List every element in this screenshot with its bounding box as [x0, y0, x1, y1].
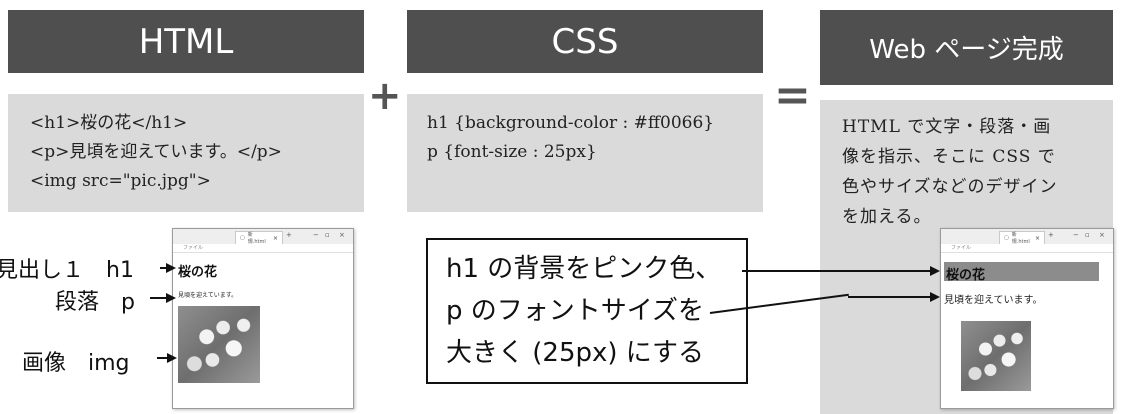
- css-code-line: p {font-size : 25px}: [427, 142, 597, 162]
- rendered-paragraph: 見頃を迎えています。: [178, 292, 238, 299]
- paragraph-callout-arrow: [150, 297, 166, 299]
- html-code-panel: <h1>桜の花</h1> <p>見頃を迎えています。</p> <img src=…: [8, 94, 364, 212]
- css-effect-note-line: p のフォントサイズを: [446, 296, 704, 326]
- arrow-head-icon: [167, 353, 177, 363]
- heading-callout-label: 見出し１ h1: [0, 258, 134, 283]
- arrow-head-icon: [166, 293, 176, 303]
- address-bar: ファイル: [941, 244, 1113, 253]
- css-header-label: CSS: [551, 21, 619, 62]
- new-tab-icon: +: [1048, 231, 1054, 239]
- flower-image: [178, 306, 260, 383]
- browser-tab-bar: ▢ 新規.html × + − ▫ ×: [941, 229, 1113, 245]
- paragraph-callout-label: 段落 p: [55, 290, 135, 315]
- css-header: CSS: [407, 10, 763, 73]
- browser-window-before: ▢ 新規.html × + − ▫ × ファイル 桜の花 見頃を迎えています。: [172, 228, 354, 409]
- arrow-head-icon: [166, 263, 176, 273]
- html-header: HTML: [8, 10, 364, 73]
- p-style-arrow: [848, 296, 932, 298]
- close-window-icon: ×: [1099, 231, 1105, 239]
- browser-tab-label: 新規.html: [247, 232, 266, 245]
- css-effect-note-line: 大きく (25px) にする: [446, 338, 705, 368]
- address-bar: ファイル: [173, 244, 353, 253]
- rendered-h1-styled: 桜の花: [944, 262, 1099, 283]
- arrow-head-icon: [930, 292, 940, 302]
- result-description-line: 色やサイズなどのデザイン: [842, 177, 1058, 197]
- result-description-line: HTML で文字・段落・画: [842, 117, 1052, 137]
- result-header: Web ページ完成: [820, 10, 1113, 85]
- new-tab-icon: +: [286, 231, 292, 239]
- arrow-head-icon: [930, 266, 940, 276]
- rendered-paragraph-styled: 見頃を迎えています。: [944, 295, 1043, 306]
- maximize-icon: ▫: [1085, 231, 1090, 239]
- css-effect-note-box: h1 の背景をピンク色、 p のフォントサイズを 大きく (25px) にする: [426, 238, 748, 384]
- rendered-h1: 桜の花: [178, 265, 218, 280]
- html-code-line: <h1>桜の花</h1>: [30, 113, 188, 133]
- plus-sign: +: [368, 73, 402, 119]
- css-effect-note-line: h1 の背景をピンク色、: [446, 254, 722, 284]
- image-callout-arrow: [157, 357, 167, 359]
- minimize-icon: −: [313, 231, 319, 239]
- browser-tab-label: 新規.html: [1011, 232, 1030, 245]
- h1-style-arrow: [742, 270, 932, 272]
- browser-tab: ▢ 新規.html ×: [235, 231, 283, 245]
- rendered-h1-text: 桜の花: [946, 268, 986, 283]
- page-icon: ▢: [240, 235, 245, 241]
- result-header-label: Web ページ完成: [869, 35, 1064, 65]
- browser-window-after: ▢ 新規.html × + − ▫ × ファイル 桜の花 見頃を迎えています。: [940, 228, 1114, 409]
- page-icon: ▢: [1004, 235, 1009, 241]
- html-code-line: <p>見頃を迎えています。</p>: [30, 142, 282, 162]
- result-description-line: 像を指示、そこに CSS で: [842, 147, 1056, 167]
- equals-sign: =: [774, 70, 811, 121]
- html-code-line: <img src="pic.jpg">: [30, 171, 211, 191]
- close-icon: ×: [1034, 234, 1040, 242]
- css-code-panel: h1 {background-color : #ff0066} p {font-…: [407, 94, 763, 212]
- close-window-icon: ×: [339, 231, 345, 239]
- browser-tab: ▢ 新規.html ×: [999, 231, 1045, 245]
- image-callout-label: 画像 img: [22, 351, 130, 376]
- browser-tab-bar: ▢ 新規.html × + − ▫ ×: [173, 229, 353, 245]
- css-code-line: h1 {background-color : #ff0066}: [427, 113, 715, 133]
- flower-image: [961, 321, 1031, 391]
- close-icon: ×: [272, 234, 278, 242]
- minimize-icon: −: [1073, 231, 1079, 239]
- result-description-line: を加える。: [842, 207, 932, 227]
- heading-callout-arrow: [160, 267, 166, 269]
- maximize-icon: ▫: [325, 231, 330, 239]
- html-header-label: HTML: [138, 21, 234, 62]
